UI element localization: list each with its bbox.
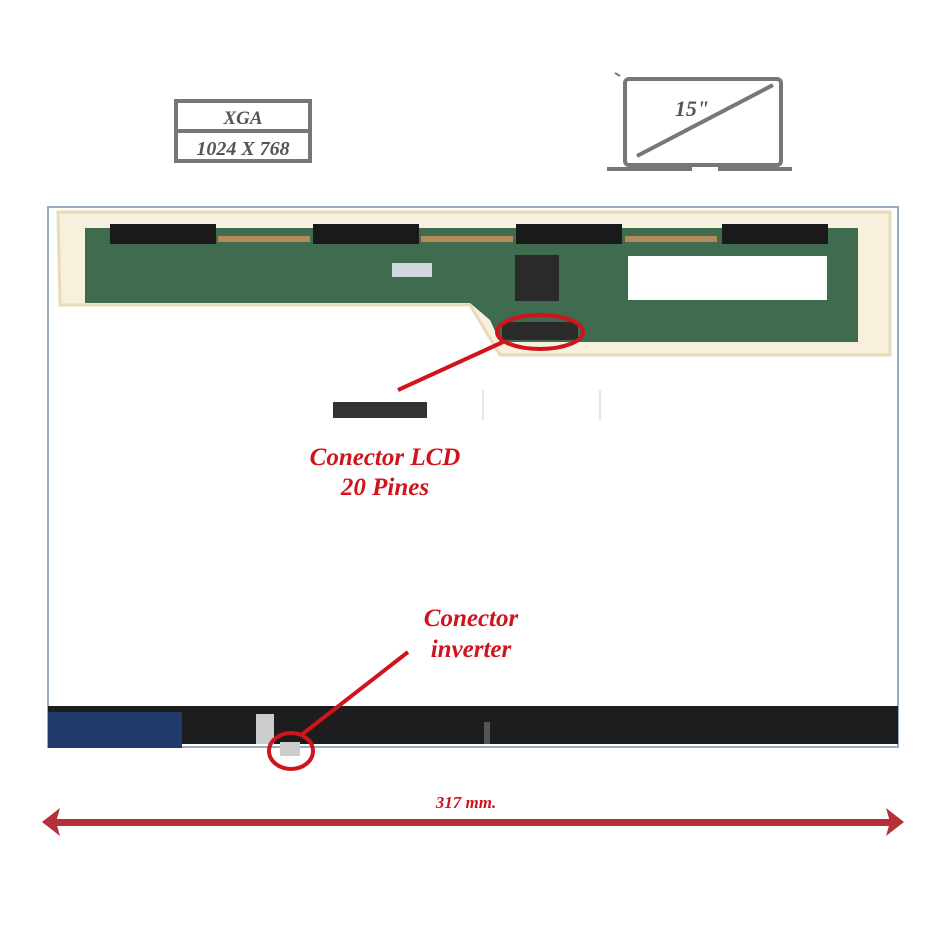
inverter-label-1: Conector — [424, 605, 519, 632]
spec-box: XGA 1024 X 768 — [174, 99, 312, 163]
resolution-value: 1024 X 768 — [196, 138, 289, 160]
lcd-connector-callout: Conector LCD 20 Pines — [310, 313, 585, 501]
blue-tape — [48, 712, 182, 748]
resolution-standard: XGA — [222, 108, 262, 129]
backlight-strip — [48, 706, 898, 744]
laptop-screen-size-icon: 15" — [607, 72, 792, 171]
width-label: 317 mm. — [435, 793, 496, 812]
inverter-label-2: inverter — [431, 636, 512, 663]
width-dimension-arrow: 317 mm. — [42, 793, 904, 836]
lcd-connector-label: Conector LCD — [310, 444, 461, 471]
screen-size-label: 15" — [675, 96, 709, 121]
inverter-connector — [280, 742, 300, 756]
pcb-label-sticker — [628, 256, 827, 300]
pcb-tab-connectors — [110, 224, 828, 244]
lcd-cable-plug — [333, 402, 427, 418]
lcd-connector — [502, 322, 578, 340]
inverter-callout: Conector inverter — [267, 605, 519, 771]
controller-chip — [515, 255, 559, 301]
lcd-pins-label: 20 Pines — [340, 474, 429, 501]
lcd-panel — [47, 206, 899, 756]
